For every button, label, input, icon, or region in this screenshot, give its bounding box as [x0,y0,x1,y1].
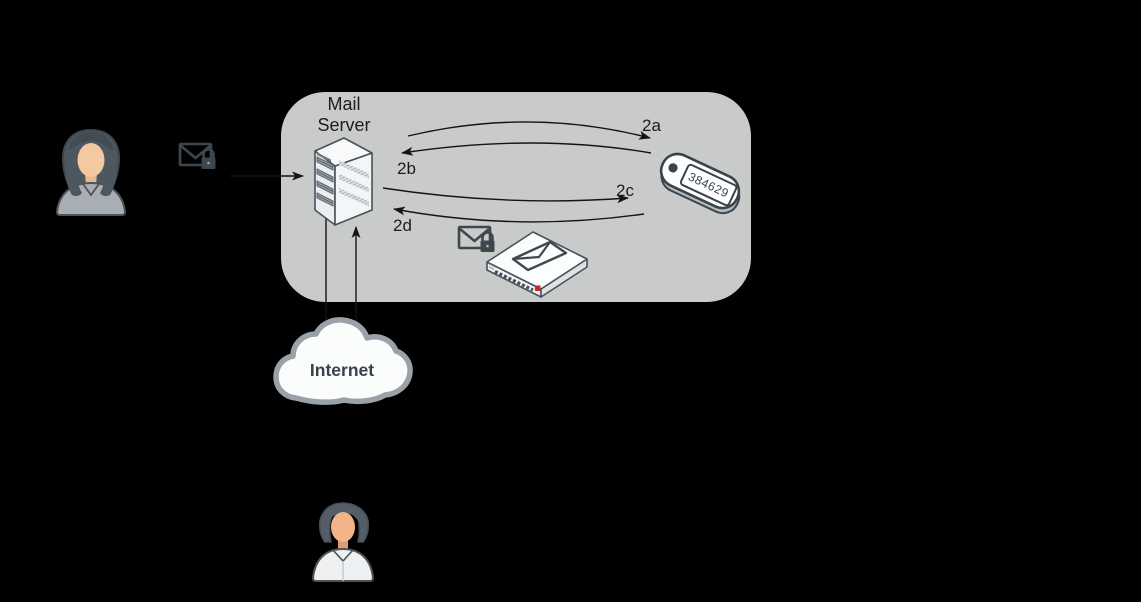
security-token-icon: 384629 [659,152,741,215]
flow-step-label-2a: 2a [642,116,661,135]
flow-arrows: 2a 2b 2c 2d [382,116,661,235]
recipient-face [331,512,355,542]
server-drive-bays [316,156,334,207]
token-display [679,163,738,207]
token-keyring-hole [668,163,678,173]
mail-server-label-line1: Mail [327,94,360,114]
server-vents [339,160,369,207]
flow-step-label-2c: 2c [616,181,634,200]
arrow-2c [382,187,629,204]
encrypted-email-icon [457,225,495,252]
lock-shackle-icon [481,231,494,241]
sender-blouse [56,182,126,216]
arrow-2d [393,206,645,223]
encrypted-email-icon [178,142,216,169]
internet-label: Internet [310,360,374,380]
envelope-icon [178,142,213,167]
recipient-user-icon [312,502,374,582]
flow-step-label-2b: 2b [397,159,416,178]
arrow-2b [401,142,652,156]
flow-step-label-2d: 2d [393,216,412,235]
lock-shackle-icon [202,148,215,158]
sender-user-icon [56,129,126,216]
appliance-brand-logo [535,285,541,291]
arrow-2a [407,121,651,140]
mail-server-icon [314,137,373,226]
secure-zone-panel [281,92,751,302]
appliance-ports [494,270,534,292]
sender-face [77,143,105,177]
server-internet-links [325,214,361,336]
envelope-icon [457,225,492,250]
mail-server-label-line2: Server [317,115,370,135]
internet-cloud-icon: Internet [273,317,413,405]
email-appliance-icon [486,231,588,298]
